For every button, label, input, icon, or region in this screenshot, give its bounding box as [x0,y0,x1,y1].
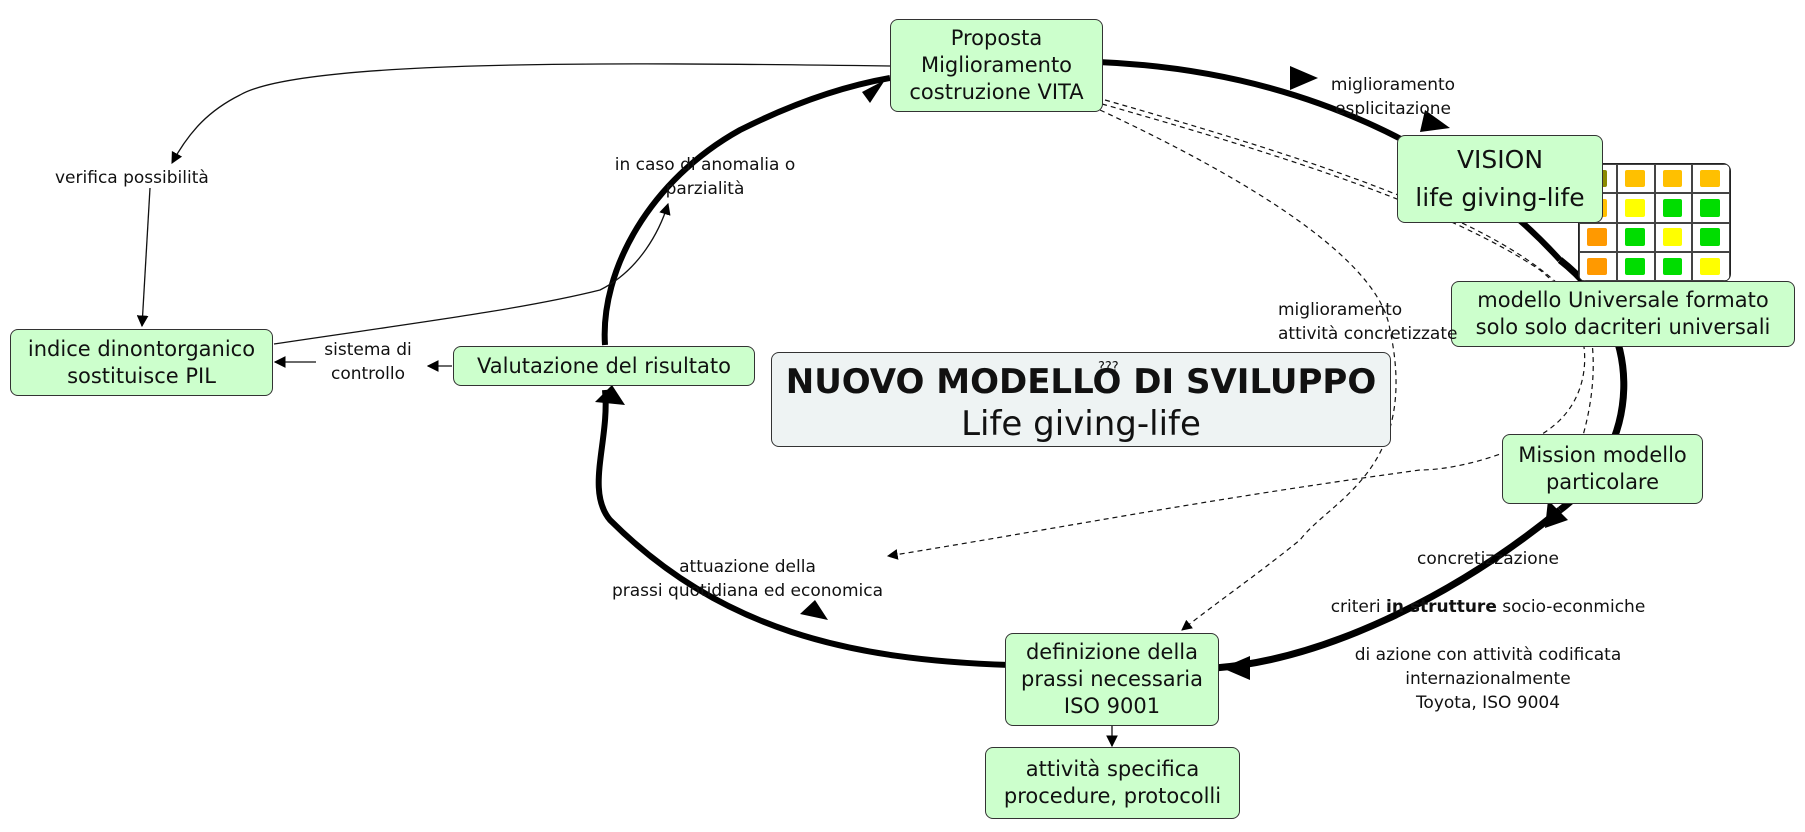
label-miglioramento-attivita: miglioramento attività concretizzate [1278,300,1458,344]
criteri-bold: in strutture [1386,597,1497,617]
matrix-cell [1654,251,1693,281]
label-attuazione: attuazione della prassi quotidiana ed ec… [611,557,883,601]
matrix-cell-chip [1662,257,1683,276]
cycle-arrowhead [862,80,885,103]
matrix-cell-chip [1662,169,1683,188]
matrix-cell [1579,251,1617,281]
node-vision[interactable]: VISION life giving-life [1397,135,1603,223]
matrix-cell [1654,164,1693,194]
cycle-bottom-left-arc [595,389,1011,668]
concretizzazione-line1: concretizzazione [1417,549,1559,569]
cycle-arrowhead [595,385,625,405]
cycle-arrowheads [595,66,1568,680]
matrix-cell [1692,251,1730,281]
cycle-arrowhead [1222,656,1250,680]
matrix-cell-chip [1624,169,1645,188]
cycle-arrowhead [1290,66,1318,90]
matrix-cell [1692,193,1730,223]
matrix-cell-chip [1700,257,1721,276]
indice-to-anomalia [273,202,671,345]
matrix-cell [1616,222,1655,252]
node-proposta[interactable]: Proposta Miglioramento costruzione VITA [890,19,1103,112]
matrix-cell-chip [1587,257,1607,276]
matrix-cell-chip [1587,228,1607,246]
label-sistema-controllo: sistema di controllo [324,340,412,384]
label-concretizzazione: concretizzazione criteri in strutture so… [1298,523,1678,739]
cycle-arrowhead [800,600,828,620]
label-verifica: verifica possibilità [55,168,209,188]
proposta-to-modello-dashed [886,103,1586,560]
cycle-arrowhead [1420,110,1450,132]
matrix-cell [1692,222,1730,252]
central-topic[interactable]: NUOVO MODELLO DI SVILUPPO Life giving-li… [771,352,1391,447]
matrix-cell [1616,193,1655,223]
node-mission[interactable]: Mission modello particolare [1502,434,1703,504]
matrix-cell-chip [1700,199,1721,217]
criteri-pre: criteri [1330,597,1386,617]
verifica-to-indice [136,187,151,328]
node-valutazione[interactable]: Valutazione del risultato [453,346,755,386]
concretizzazione-rest: di azione con attività codificata intern… [1354,645,1622,713]
matrix-cell-chip [1662,199,1683,217]
matrix-cell-chip [1700,228,1721,246]
cycle-arrowhead [1545,500,1568,528]
cycle-bottom-right-arc [1214,507,1563,672]
central-title: NUOVO MODELLO DI SVILUPPO [785,362,1377,402]
matrix-cell [1616,164,1655,194]
vision-subtitle: life giving-life [1415,183,1585,212]
matrix-cell [1579,222,1617,252]
concretizzazione-line2: criteri in strutture socio-econmiche [1298,595,1678,619]
cycle-left-arc [601,75,891,346]
question-marks: ??? [1098,360,1119,375]
vision-title: VISION [1456,145,1544,174]
matrix-cell [1616,251,1655,281]
criteri-post: socio-econmiche [1496,597,1646,617]
matrix-cell [1654,222,1693,252]
central-subtitle: Life giving-life [961,404,1201,444]
matrix-cell-chip [1624,228,1645,246]
node-definizione[interactable]: definizione della prassi necessaria ISO … [1005,633,1219,726]
matrix-cell [1654,193,1693,223]
label-miglioramento-esplicitazione: miglioramento esplicitazione [1330,75,1456,119]
matrix-cell [1692,164,1730,194]
node-modello-universale[interactable]: modello Universale formato solo solo dac… [1451,281,1795,347]
proposta-to-verifica [171,63,891,165]
thin-connectors [136,63,1118,748]
matrix-cell-chip [1662,228,1683,246]
node-attivita[interactable]: attività specifica procedure, protocolli [985,747,1240,819]
matrix-cell-chip [1700,169,1721,188]
matrix-cell-chip [1624,199,1645,217]
node-indice[interactable]: indice dinontorganico sostituisce PIL [10,329,273,396]
matrix-cell-chip [1624,257,1645,276]
label-anomalia: in caso di anomalia o parzialità [614,155,796,199]
